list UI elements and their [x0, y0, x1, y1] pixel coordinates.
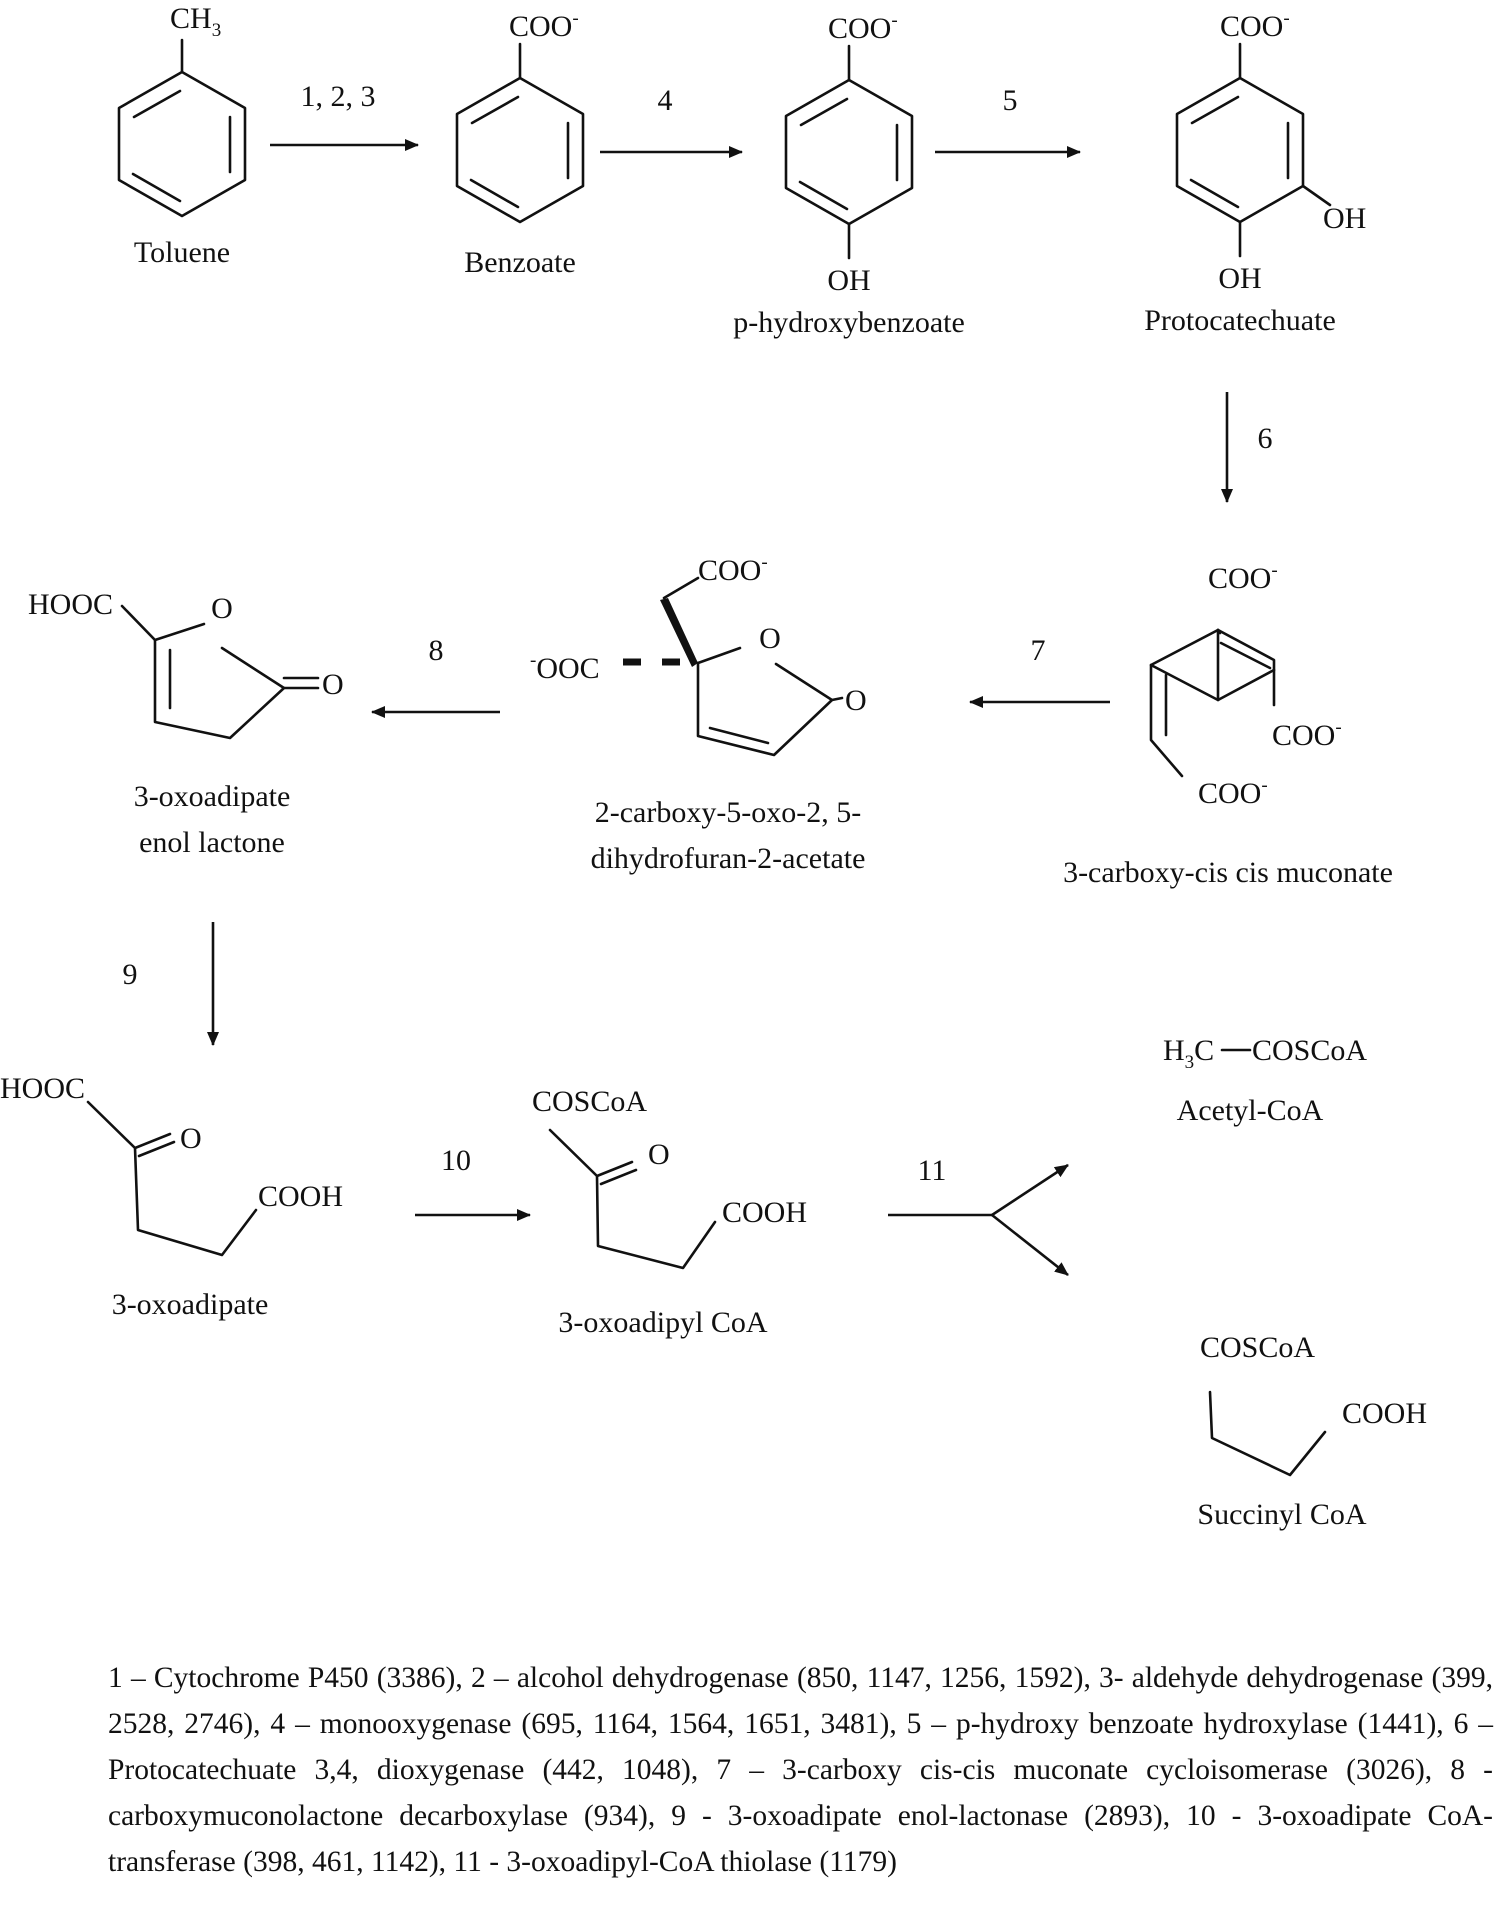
toluene-name: Toluene — [134, 236, 230, 269]
step-label-5: 5 — [1003, 84, 1018, 117]
enol-lactone-name-line1: 3-oxoadipate — [134, 780, 291, 813]
muconate-coo-top-label: COO- — [1208, 560, 1278, 595]
p-hydroxybenzoate-name: p-hydroxybenzoate — [733, 306, 965, 339]
step-label-4: 4 — [658, 84, 673, 117]
oxoadipate-name: 3-oxoadipate — [112, 1288, 269, 1321]
step-arrow-11: 11 — [888, 1154, 1069, 1277]
succinyl-coa-coscoa-label: COSCoA — [1200, 1331, 1315, 1364]
enol-lactone-name-line2: enol lactone — [139, 826, 285, 859]
enol-lactone-structure: HOOC O O 3-oxoadipate enol lactone — [28, 588, 344, 859]
enol-lactone-carbonyl-o-label: O — [322, 668, 344, 701]
step-arrow-1-2-3: 1, 2, 3 — [270, 80, 419, 151]
oxoadipate-structure: HOOC O COOH 3-oxoadipate — [0, 1072, 343, 1321]
p-hydroxybenzoate-coo-label: COO- — [828, 10, 898, 45]
acetyl-coa-structure: H3C COSCoA Acetyl-CoA — [1163, 1034, 1367, 1127]
toluene-structure: CH3 Toluene — [117, 2, 247, 269]
carboxy-muconate-structure: COO- COO- COO- 3-carboxy-cis cis muconat… — [1063, 560, 1393, 889]
oxoadipyl-coa-name: 3-oxoadipyl CoA — [558, 1306, 767, 1339]
dihydrofuran-carbonyl-o-label: O — [845, 684, 867, 717]
step-arrow-4: 4 — [600, 84, 743, 158]
oxoadipyl-coa-o-label: O — [648, 1138, 670, 1171]
p-hydroxybenzoate-structure: COO- OH p-hydroxybenzoate — [733, 10, 965, 339]
oxoadipate-o-label: O — [180, 1122, 202, 1155]
dihydrofuran-ring-o-label: O — [759, 622, 781, 655]
acetyl-coa-h3c-label: H3C — [1163, 1034, 1214, 1073]
enzyme-legend: 1 – Cytochrome P450 (3386), 2 – alcohol … — [108, 1662, 1493, 1878]
oxoadipate-cooh-label: COOH — [258, 1180, 343, 1213]
carboxy-muconate-name: 3-carboxy-cis cis muconate — [1063, 856, 1393, 889]
step-arrow-8: 8 — [371, 634, 500, 718]
enol-lactone-hooc-label: HOOC — [28, 588, 113, 621]
oxoadipyl-coa-cooh-label: COOH — [722, 1196, 807, 1229]
oxoadipate-hooc-label: HOOC — [0, 1072, 85, 1105]
oxoadipyl-coa-coscoa-label: COSCoA — [532, 1085, 647, 1118]
step-arrow-7: 7 — [969, 634, 1110, 708]
step-label-6: 6 — [1258, 422, 1273, 455]
step-arrow-5: 5 — [935, 84, 1081, 158]
step-label-8: 8 — [429, 634, 444, 667]
muconate-coo-bottom-label: COO- — [1198, 775, 1268, 810]
dihydrofuran-name-line2: dihydrofuran-2-acetate — [591, 842, 866, 875]
toluene-ch3-label: CH3 — [170, 2, 221, 41]
protocatechuate-name: Protocatechuate — [1144, 304, 1336, 337]
step-label-9: 9 — [123, 958, 138, 991]
benzoate-name: Benzoate — [464, 246, 576, 279]
enol-lactone-ring-o-label: O — [211, 592, 233, 625]
succinyl-coa-name: Succinyl CoA — [1197, 1498, 1366, 1531]
protocatechuate-oh-para-label: OH — [1218, 262, 1261, 295]
protocatechuate-oh-meta-label: OH — [1323, 202, 1366, 235]
benzoate-structure: COO- Benzoate — [455, 8, 585, 279]
step-arrow-10: 10 — [415, 1144, 531, 1221]
step-label-10: 10 — [441, 1144, 471, 1177]
step-label-1-2-3: 1, 2, 3 — [301, 80, 376, 113]
succinyl-coa-cooh-label: COOH — [1342, 1397, 1427, 1430]
dihydrofuran-name-line1: 2-carboxy-5-oxo-2, 5- — [595, 796, 862, 829]
step-label-11: 11 — [918, 1154, 947, 1187]
step-arrow-6: 6 — [1221, 392, 1273, 503]
succinyl-coa-structure: COSCoA COOH Succinyl CoA — [1197, 1331, 1427, 1531]
protocatechuate-coo-label: COO- — [1220, 8, 1290, 43]
oxoadipyl-coa-structure: COSCoA O COOH 3-oxoadipyl CoA — [532, 1085, 807, 1339]
protocatechuate-structure: COO- OH OH Protocatechuate — [1144, 8, 1366, 337]
step-arrow-9: 9 — [123, 922, 219, 1046]
dihydrofuran-ooc-left-label: -OOC — [530, 650, 600, 685]
step-label-7: 7 — [1031, 634, 1046, 667]
dihydrofuran-coo-top-label: COO- — [698, 552, 768, 587]
acetyl-coa-coscoa-label: COSCoA — [1252, 1034, 1367, 1067]
muconate-coo-right-label: COO- — [1272, 717, 1342, 752]
p-hydroxybenzoate-oh-label: OH — [827, 264, 870, 297]
benzoate-coo-label: COO- — [509, 8, 579, 43]
dihydrofuran-acetate-structure: COO- -OOC O O 2-carboxy-5-oxo-2, 5- dihy… — [530, 552, 867, 875]
acetyl-coa-name: Acetyl-CoA — [1177, 1094, 1324, 1127]
